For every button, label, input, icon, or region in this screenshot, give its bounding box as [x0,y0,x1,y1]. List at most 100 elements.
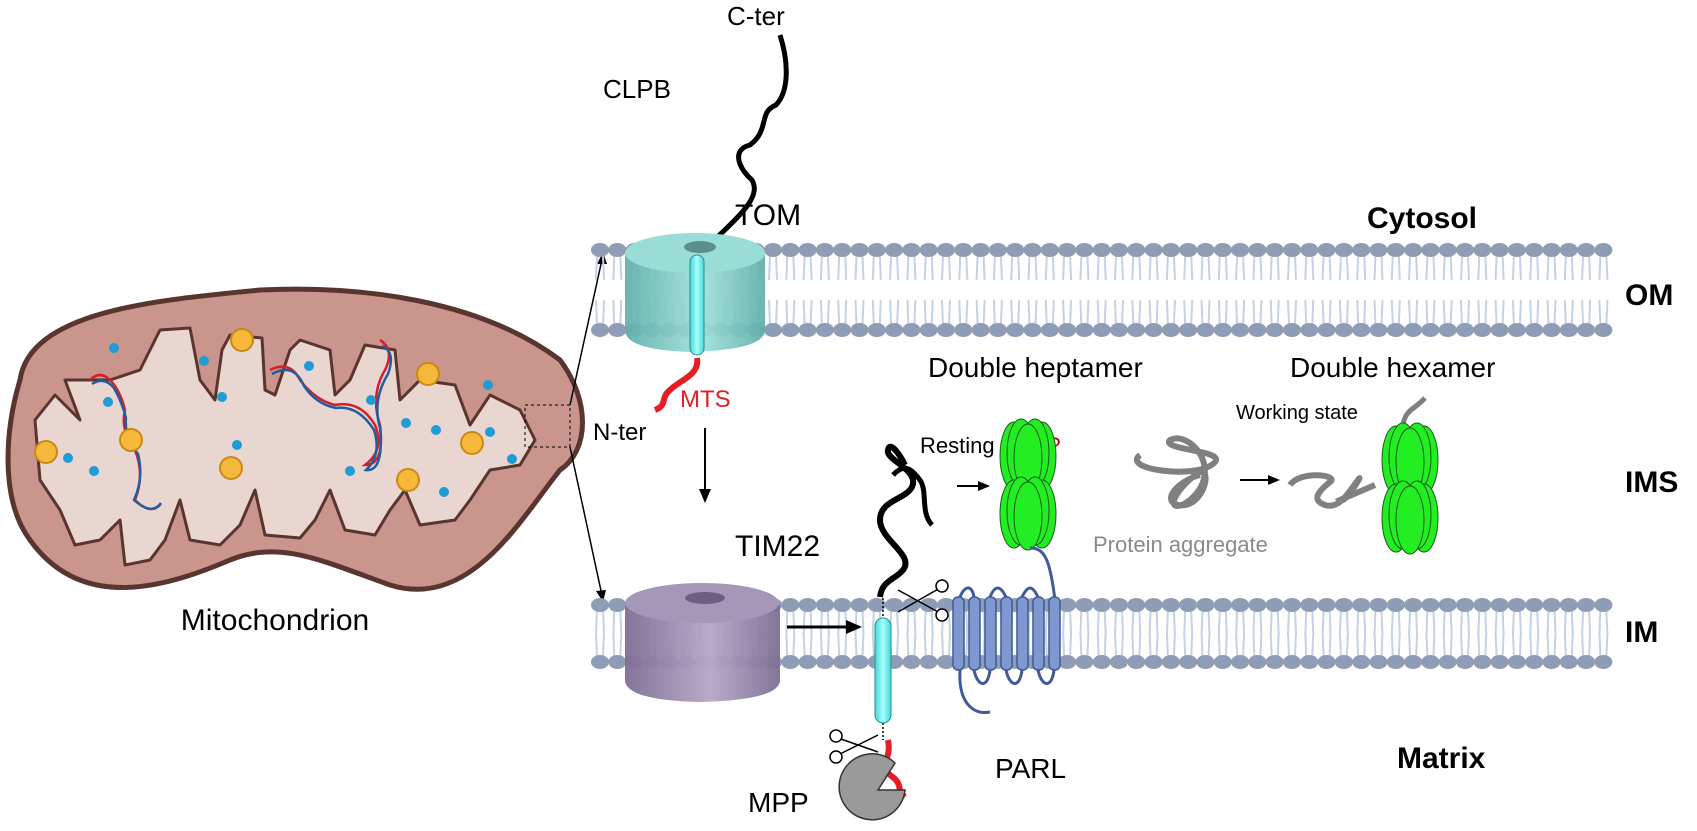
lipid-tail [1494,609,1505,658]
lipid-head [1542,598,1561,612]
lipid-tail [1408,254,1419,326]
zoom-arrow-top [597,252,607,264]
lipid-head [1456,243,1474,257]
clpb-double-hexamer [1381,422,1439,555]
lipid-head [1334,598,1353,612]
parl-protease [952,586,1061,714]
scissors-icon-parl [897,579,949,622]
lipid-head [850,655,869,669]
lipid-head [1196,655,1215,669]
clpb-transmembrane-helix-im [874,617,892,724]
lipid-head [850,598,869,612]
lipid-head [1559,655,1578,669]
tim22-complex [625,583,780,702]
mts-signal-om [653,357,701,413]
lipid-head [1231,655,1250,669]
lipid-tail [1183,254,1194,326]
matrix-label: Matrix [1397,742,1486,775]
lipid-head [954,243,973,257]
lipid-tail [1598,609,1609,658]
lipid-head [1525,655,1544,669]
lipid-head [919,243,938,257]
lipid-head [1092,655,1111,669]
lipid-head [1092,323,1111,337]
lipid-tail [1114,609,1124,658]
lipid-head [1265,655,1284,669]
tim22-label: TIM22 [735,530,820,563]
lipid-head [1265,323,1284,337]
lipid-tail [595,609,605,658]
lipid-head [1317,243,1336,257]
clpb-subunit [1395,485,1425,555]
lipid-head [591,655,609,669]
lipid-head [1179,598,1198,612]
lipid-head [1058,243,1077,257]
lipid-head [937,655,955,669]
lipid-tail [1131,254,1142,326]
lipid-tail [854,254,865,326]
lipid-tail [1148,254,1159,326]
lipid-tail [1460,254,1470,326]
lipid-head [1352,655,1371,669]
lipid-head [833,598,852,612]
lipid-head [1386,598,1405,612]
import-arrow-down-head [699,489,711,503]
clpb-nterm-chain-resting [891,465,935,527]
lipid-head [798,243,817,257]
lipid-head [1421,598,1440,612]
lipid-head [1404,323,1423,337]
mitochondrion-illustration [5,252,607,602]
heptamer-linker [1029,546,1057,601]
lipid-tail [854,609,865,658]
zoom-line-top [569,254,604,406]
lipid-head [1594,243,1613,257]
lipid-tail [1131,609,1142,658]
lipid-tail [1373,254,1384,326]
lipid-head [608,323,627,337]
om-label: OM [1625,279,1673,312]
lipid-tail [802,254,813,326]
lipid-tail [958,254,969,326]
mpp-label: MPP [748,787,809,818]
lipid-head [1248,243,1267,257]
lipid-tail [1338,254,1349,326]
zoom-region-box [524,404,571,448]
lipid-head [591,598,609,612]
lipid-tail [1546,254,1557,326]
lipid-tail [1598,254,1609,326]
lipid-tail [923,609,934,658]
lipid-head [937,323,955,337]
lipid-tail [1425,609,1436,658]
lipid-head [1404,598,1423,612]
lipid-tail [1217,254,1228,326]
lipid-tail [1356,254,1367,326]
lipid-tail [1581,254,1592,326]
lipid-head [1490,243,1509,257]
lipid-tail [992,254,1003,326]
lipid-tail [906,609,917,658]
lipid-head [971,243,990,257]
lipid-head [1092,243,1111,257]
lipid-head [1404,243,1423,257]
working-state-label: Working state [1236,402,1358,424]
lipid-head [1196,323,1215,337]
lipid-head [850,243,869,257]
lipid-head [1542,655,1561,669]
lipid-tail [1269,609,1280,658]
lipid-head [1179,655,1198,669]
lipid-head [1179,243,1198,257]
lipid-head [1075,655,1094,669]
lipid-head [1334,243,1353,257]
lipid-head [1507,243,1526,257]
lipid-tail [941,254,951,326]
parl-helix [1032,596,1045,671]
mts-label: MTS [680,386,731,413]
clpb-transmembrane-helix-om [689,254,705,356]
lipid-head [1058,323,1077,337]
lipid-head [1421,243,1440,257]
lipid-tail [1269,254,1280,326]
substrate-being-threaded [1287,472,1377,509]
lipid-head [1058,655,1077,669]
lipid-head [1006,323,1025,337]
